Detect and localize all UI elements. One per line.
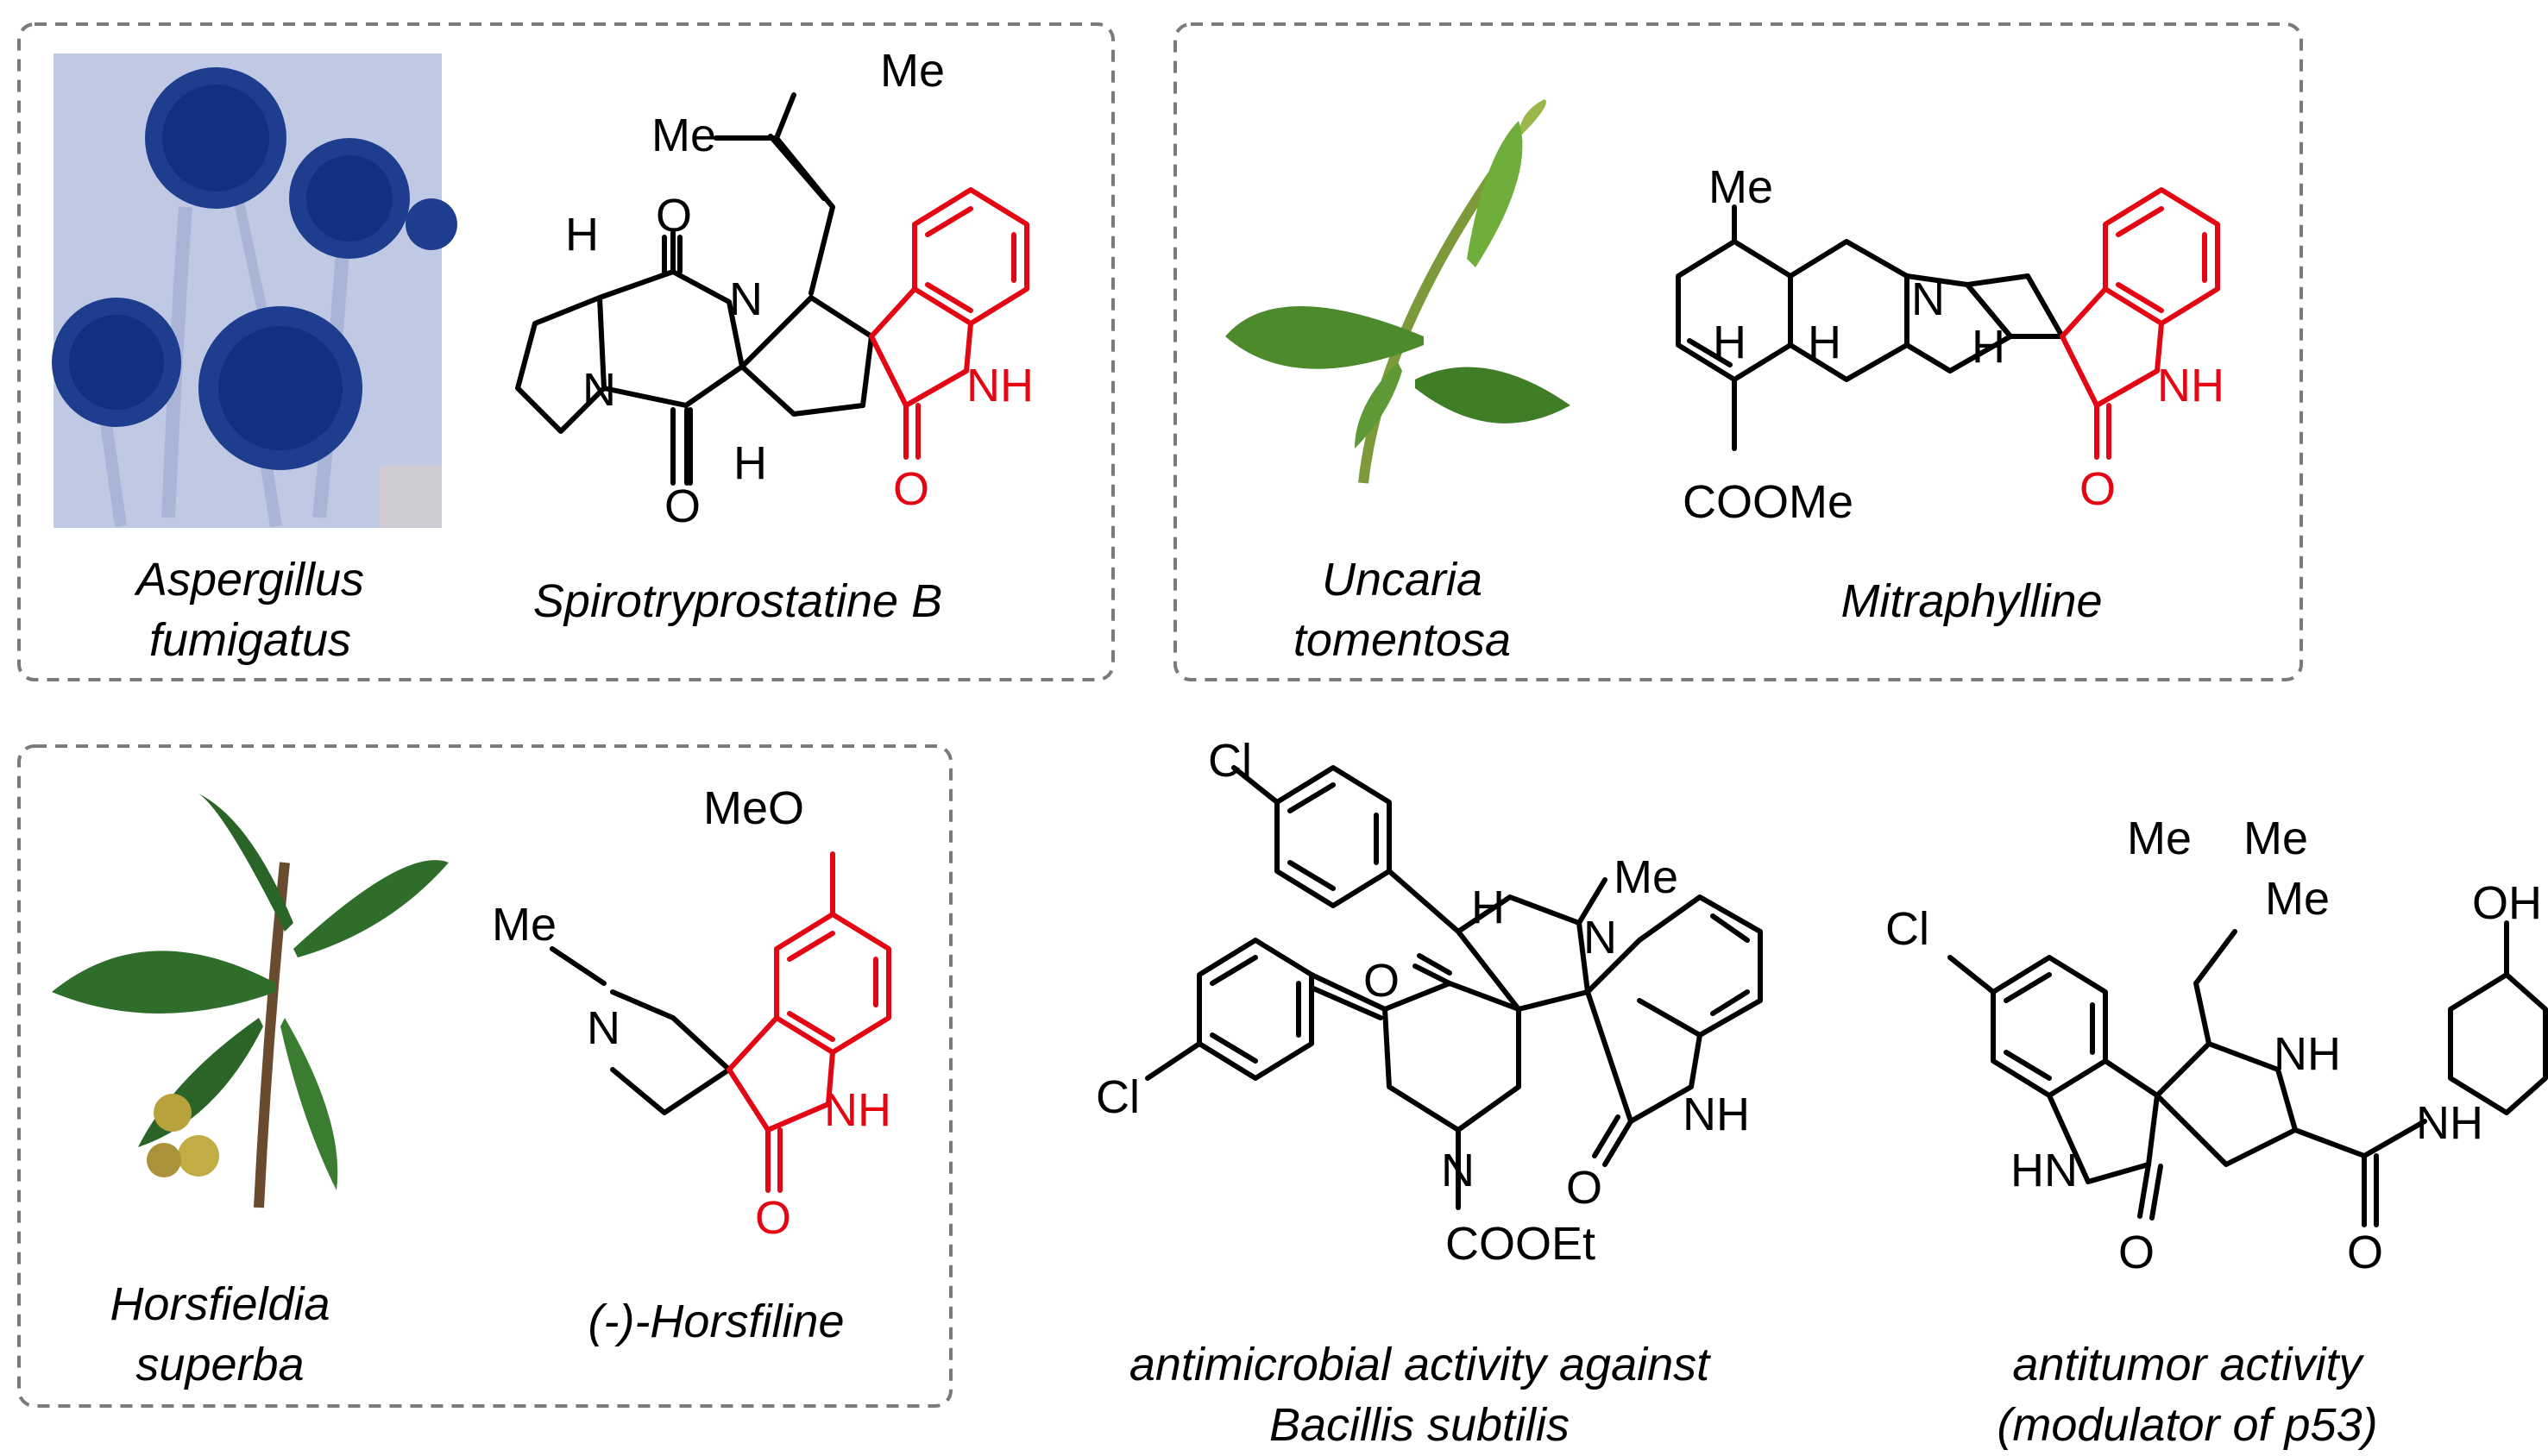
atom-me1: Me (2127, 813, 2192, 864)
atom-me: Me (1708, 161, 1773, 213)
atom-n2: N (582, 364, 616, 416)
uncaria-photo (1225, 99, 1570, 484)
atom-o2: O (664, 480, 701, 532)
organism-line-1: Horsfieldia (110, 1278, 330, 1330)
atom-o1: O (1363, 955, 1400, 1007)
panel-frame (1173, 22, 2303, 681)
atom-cl: Cl (1885, 903, 1929, 955)
atom-cl1: Cl (1208, 735, 1252, 787)
compound-name: (-)-Horsfiline (588, 1296, 845, 1347)
caption-line-1: antitumor activity (2012, 1339, 2364, 1390)
spirotryprostatine-structure: Me Me H O N N O H NH O (515, 45, 1034, 532)
atom-o: O (755, 1192, 791, 1244)
atom-n: N (1911, 273, 1945, 325)
atom-me3: Me (2265, 873, 2330, 925)
organism-line-1: Aspergillus (134, 554, 364, 606)
atom-nh3: NH (2416, 1097, 2483, 1149)
atom-oh: OH (2472, 877, 2542, 929)
organism-line-2: superba (135, 1339, 304, 1390)
caption-line-2: Bacillis subtilis (1269, 1399, 1570, 1451)
atom-nh1: NH (2274, 1028, 2341, 1080)
atom-h1: H (1713, 317, 1746, 368)
atom-h1: H (565, 209, 599, 260)
atom-o3: O (893, 463, 929, 515)
compound-name: Spirotryprostatine B (533, 575, 942, 627)
atom-cl2: Cl (1096, 1071, 1140, 1123)
atom-o2: O (1566, 1162, 1602, 1214)
atom-h3: H (1972, 321, 2005, 373)
panel-antitumor: antitumor activity (modulator of p53) OH… (1885, 813, 2548, 1451)
organism-line-1: Uncaria (1322, 554, 1482, 606)
antimicrobial-structure: Cl Cl H Me N O N O NH COOEt (1096, 735, 1763, 1270)
atom-h2: H (1808, 317, 1841, 368)
organism-line-2: tomentosa (1293, 614, 1511, 666)
atom-n1: N (729, 273, 763, 325)
atom-n: N (587, 1002, 620, 1054)
atom-ester: COOEt (1445, 1218, 1595, 1270)
atom-me2: Me (2243, 813, 2308, 864)
atom-nh: NH (1683, 1089, 1750, 1140)
atom-o2: O (2347, 1227, 2383, 1278)
panel-antimicrobial: antimicrobial activity against Bacillis … (1096, 735, 1763, 1451)
panel-frame (17, 22, 1115, 681)
caption-line-2: (modulator of p53) (1997, 1399, 2377, 1451)
antitumor-structure: OH Me Me Me Cl NH HN NH O O (1885, 813, 2548, 1278)
atom-nh: NH (966, 360, 1034, 411)
panel-mitraphylline: Uncaria tomentosa Mitraphylline Me H H N (1173, 22, 2303, 681)
panel-horsfiline: Horsfieldia superba (-)-Horsfiline MeO M… (17, 744, 953, 1408)
horsfiline-structure: MeO Me N NH O (492, 782, 891, 1244)
atom-me: Me (492, 899, 557, 951)
atom-meo: MeO (703, 782, 804, 834)
atom-h2: H (733, 437, 767, 489)
compound-name: Mitraphylline (1840, 575, 2102, 627)
atom-o: O (2079, 463, 2116, 515)
caption-line-1: antimicrobial activity against (1129, 1339, 1711, 1390)
atom-me: Me (880, 45, 945, 97)
atom-o1: O (2118, 1227, 2155, 1278)
aspergillus-photo (52, 53, 457, 528)
atom-ester: COOMe (1683, 476, 1853, 528)
panel-spirotryprostatine: Aspergillus fumigatus Spirotryprostatine… (17, 22, 1115, 681)
atom-me: Me (1614, 851, 1678, 903)
atom-nh: NH (2157, 360, 2224, 411)
atom-n1: N (1583, 912, 1617, 963)
atom-nh2: HN (2010, 1145, 2078, 1196)
atom-nh: NH (824, 1084, 891, 1136)
panel-frame (17, 744, 953, 1408)
horsfieldia-photo (52, 794, 449, 1208)
organism-line-2: fumigatus (149, 614, 351, 666)
atom-h: H (1471, 882, 1505, 933)
atom-n2: N (1441, 1145, 1475, 1196)
mitraphylline-structure: Me H H N H NH O COOMe (1676, 161, 2224, 528)
atom-me2: Me (651, 110, 716, 161)
atom-o1: O (656, 190, 692, 242)
